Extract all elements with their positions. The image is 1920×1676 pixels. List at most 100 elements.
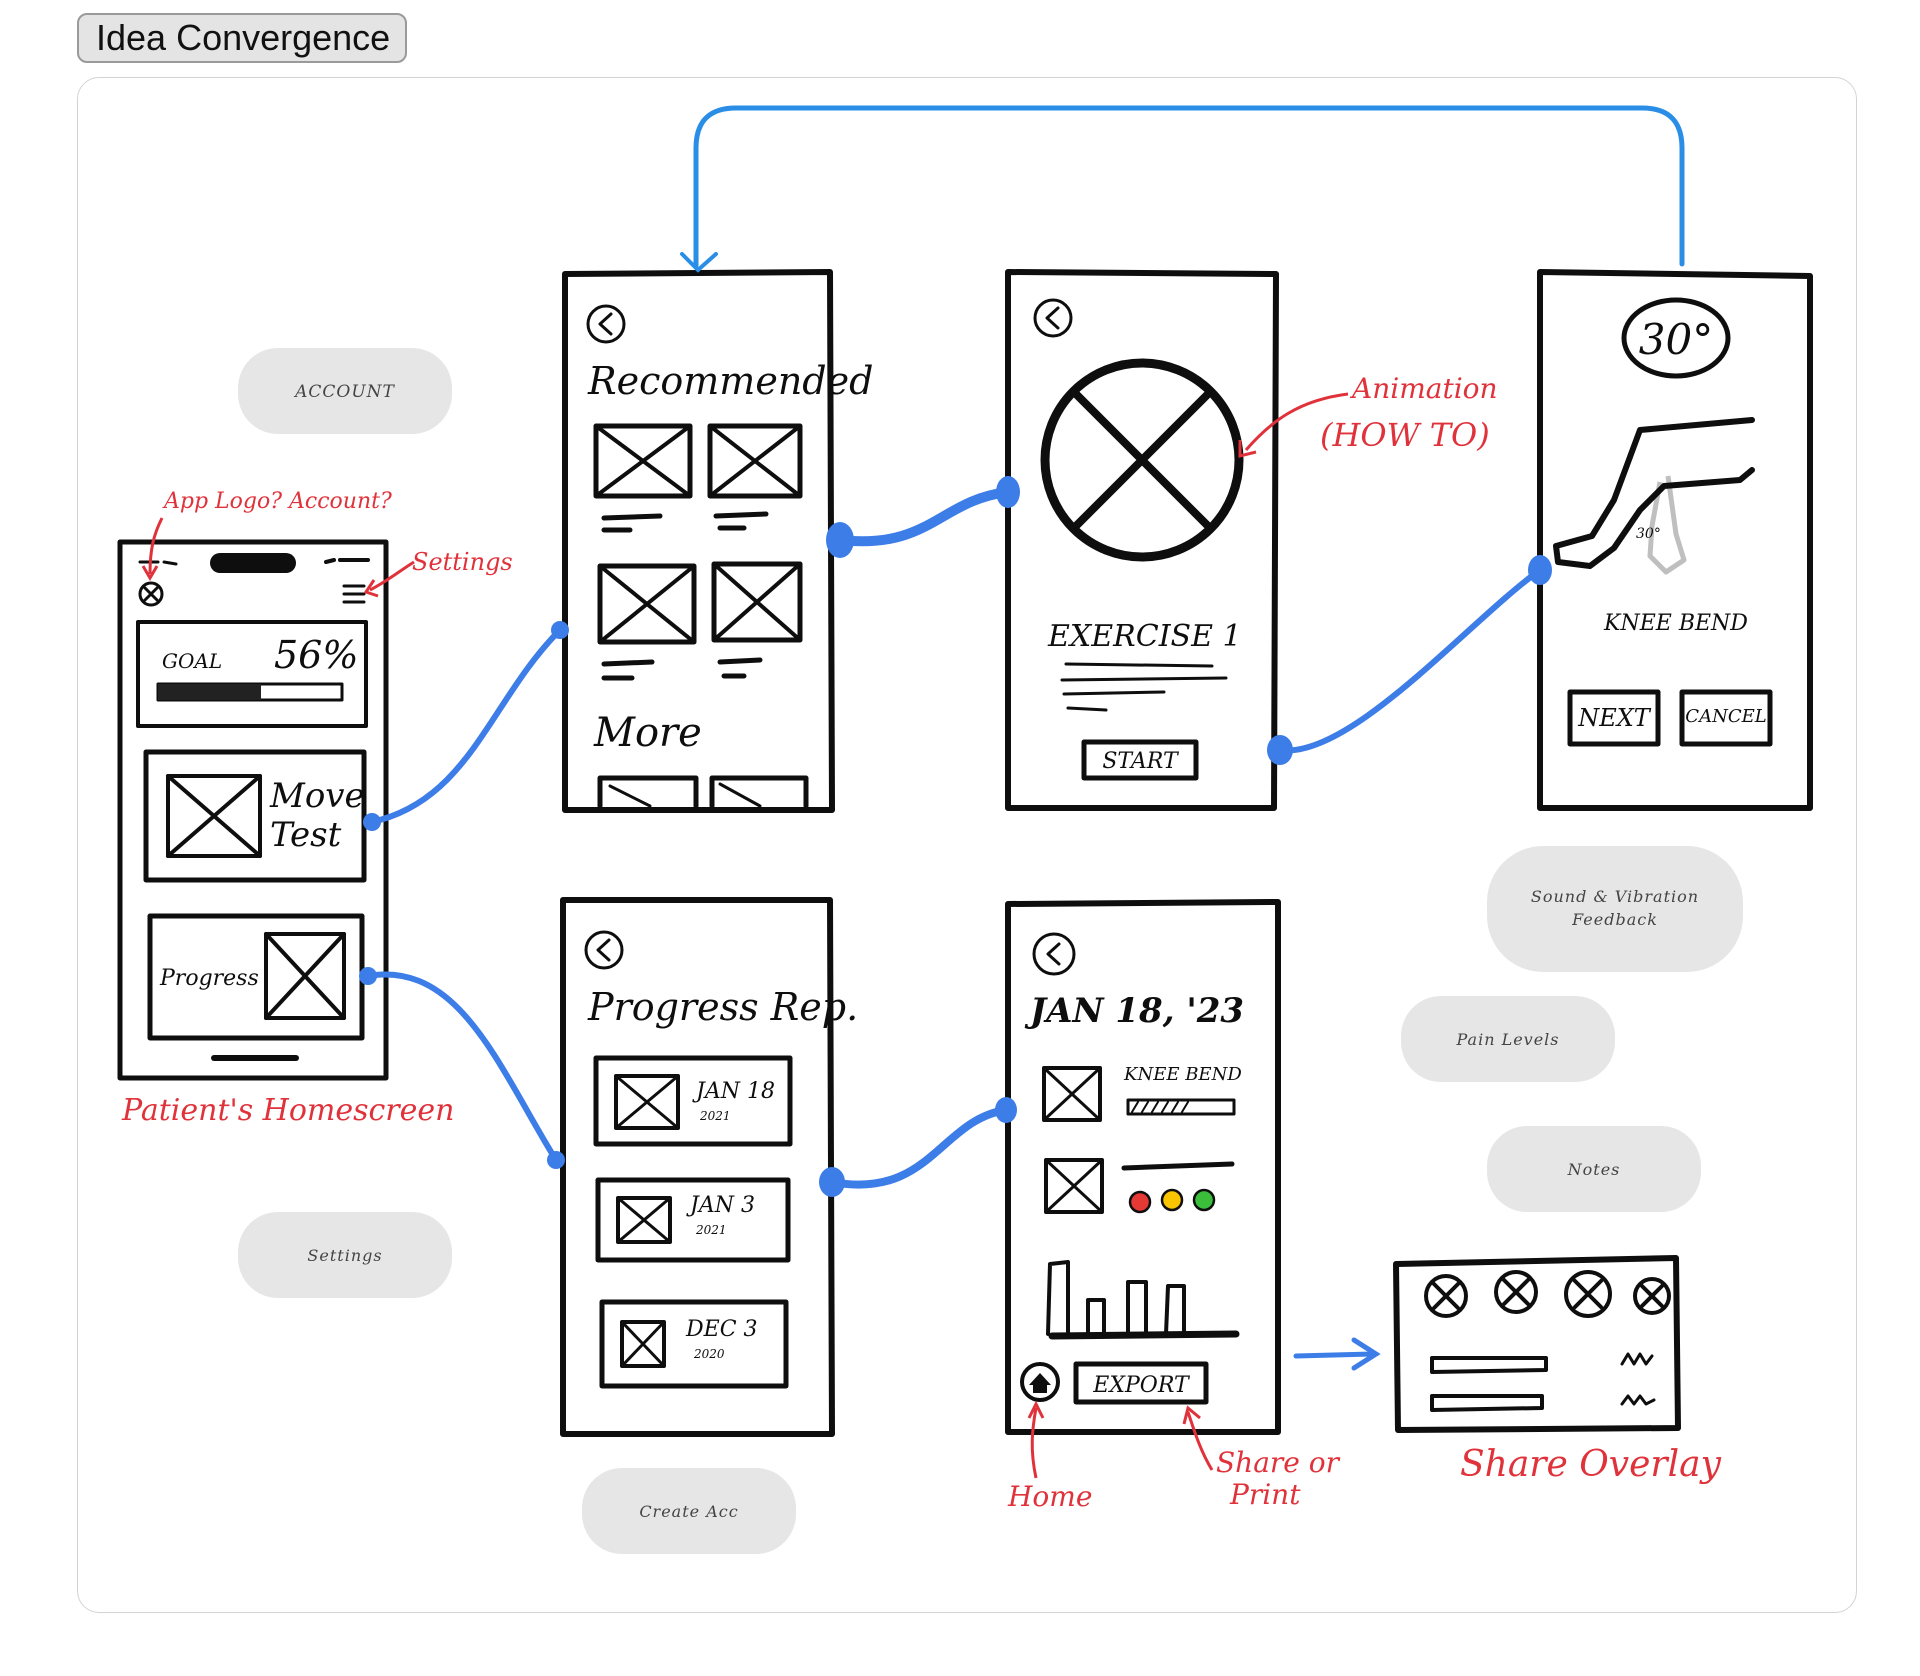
goal-label: GOAL (162, 649, 222, 673)
connector-progress-to-report (365, 971, 559, 1163)
sticky-pain-levels[interactable]: Pain Levels (1401, 996, 1615, 1082)
sticky-settings[interactable]: Settings (238, 1212, 452, 1298)
progress-card[interactable]: Progress (147, 913, 365, 1041)
back-arrow-icon[interactable] (1033, 298, 1073, 338)
sticky-settings-label: Settings (307, 1246, 382, 1265)
phone-report-detail: JAN 18, '23 KNEE BEND EXPORT (1005, 899, 1281, 1435)
detail-bar-chart (1046, 1260, 1240, 1340)
annotation-animation-2: (HOW TO) (1320, 416, 1490, 454)
report-entry-date: JAN 18 (692, 1079, 775, 1104)
annotation-share-2: Print (1229, 1478, 1301, 1511)
connector-loop-back (693, 105, 1685, 269)
connector-export-to-share (1293, 1351, 1375, 1359)
sticky-sound-feedback-line2: Feedback (1571, 910, 1658, 929)
connector-report-to-detail (828, 1106, 1010, 1189)
detail-exercise-label: KNEE BEND (1123, 1064, 1242, 1085)
annotation-homescreen-caption: Patient's Homescreen (121, 1093, 454, 1128)
leg-illustration: 30° (1553, 417, 1755, 575)
move-label-1: Move (269, 776, 365, 816)
cancel-button-label: CANCEL (1685, 706, 1766, 727)
report-entry-year: 2021 (699, 1109, 731, 1123)
annotation-home: Home (1007, 1480, 1092, 1513)
recommended-thumbnails (593, 423, 803, 681)
goal-percent: 56% (274, 633, 358, 677)
report-entry-year: 2020 (693, 1347, 725, 1361)
back-arrow-icon[interactable] (584, 930, 624, 970)
detail-row-knee-bend: KNEE BEND (1042, 1064, 1242, 1122)
report-entry[interactable]: JAN 18 2021 (593, 1055, 793, 1147)
move-label-2: Test (270, 815, 342, 855)
export-button[interactable]: EXPORT (1073, 1361, 1209, 1405)
back-arrow-icon[interactable] (586, 304, 626, 344)
sticky-create-acc[interactable]: Create Acc (582, 1468, 796, 1554)
connector-recommended-to-exercise (835, 487, 1013, 547)
goal-card[interactable]: GOAL 56% (136, 620, 368, 728)
export-button-label: EXPORT (1092, 1373, 1191, 1398)
animation-placeholder (1040, 358, 1244, 562)
angle-badge: 30° (1621, 297, 1731, 379)
pain-indicator-yellow (1160, 1188, 1184, 1212)
pain-indicator-red (1128, 1190, 1152, 1214)
app-logo-icon[interactable] (138, 581, 164, 607)
detail-row-pain (1044, 1158, 1235, 1214)
annotation-share-overlay: Share Overlay (1460, 1444, 1722, 1485)
start-button[interactable]: START (1081, 739, 1199, 781)
share-option-icon[interactable] (1633, 1277, 1671, 1315)
whiteboard-frame (77, 77, 1857, 1613)
pain-indicator-green (1192, 1188, 1216, 1212)
cancel-button[interactable]: CANCEL (1679, 689, 1773, 747)
connector-move-to-recommended (369, 627, 563, 825)
sticky-account[interactable]: ACCOUNT (238, 348, 452, 434)
next-button[interactable]: NEXT (1567, 689, 1661, 747)
next-button-label: NEXT (1577, 704, 1652, 732)
flow-connectors (365, 105, 1685, 1371)
sticky-create-acc-label: Create Acc (639, 1502, 738, 1521)
connector-dots (359, 476, 1552, 1197)
share-overlay-sketch (1393, 1255, 1681, 1433)
annotation-settings: Settings (412, 548, 513, 576)
report-entry-date: DEC 3 (685, 1317, 758, 1342)
menu-hamburger-icon[interactable] (342, 584, 366, 604)
sticky-notes-label: Notes (1567, 1160, 1621, 1179)
share-option-icon[interactable] (1424, 1274, 1468, 1318)
report-date-heading: JAN 18, '23 (1024, 991, 1244, 1031)
start-button-label: START (1102, 749, 1180, 774)
board-title[interactable]: Idea Convergence (77, 13, 407, 63)
phone-knee-bend: 30° 30° KNEE BEND NEXT CANCEL (1537, 269, 1813, 811)
recommended-heading: Recommended (587, 359, 873, 403)
progress-image-placeholder (264, 932, 346, 1020)
back-arrow-icon[interactable] (1032, 932, 1076, 976)
report-entry[interactable]: JAN 3 2021 (595, 1177, 791, 1263)
sticky-sound-feedback[interactable]: Sound & Vibration Feedback (1487, 846, 1743, 972)
report-entry-date: JAN 3 (686, 1193, 755, 1218)
sticky-sound-feedback-line1: Sound & Vibration (1531, 887, 1699, 906)
more-heading: More (593, 710, 702, 756)
move-test-image-placeholder (166, 774, 262, 858)
notch-shape (210, 553, 296, 573)
home-icon[interactable] (1020, 1362, 1060, 1402)
exercise-heading: EXERCISE 1 (1047, 619, 1242, 654)
sticky-notes[interactable]: Notes (1487, 1126, 1701, 1212)
move-test-card[interactable]: Move Test (143, 749, 367, 883)
phone-homescreen: GOAL 56% Move Test Progress (117, 539, 389, 1081)
angle-badge-label: 30° (1639, 315, 1713, 364)
phone-progress-report: Progress Rep. JAN 18 2021 JAN 3 2021 DEC… (560, 897, 858, 1437)
annotation-share-1: Share or (1216, 1446, 1341, 1479)
annotation-app-logo: App Logo? Account? (162, 489, 392, 514)
annotation-animation-1: Animation (1349, 372, 1498, 405)
angle-small-label: 30° (1636, 526, 1661, 542)
sticky-account-label: ACCOUNT (293, 382, 395, 402)
report-entry-year: 2021 (695, 1223, 727, 1237)
goal-progress-fill (158, 684, 261, 700)
knee-bend-label: KNEE BEND (1603, 611, 1748, 636)
sticky-pain-levels-label: Pain Levels (1455, 1030, 1559, 1049)
report-entry[interactable]: DEC 3 2020 (599, 1299, 789, 1389)
red-annotations: App Logo? Account? Settings Animation (H… (121, 372, 1722, 1513)
connector-exercise-to-knee (1277, 567, 1543, 754)
share-option-icon[interactable] (1494, 1270, 1538, 1314)
phone-exercise: EXERCISE 1 START (1005, 269, 1279, 811)
share-option-icon[interactable] (1564, 1270, 1612, 1318)
progress-label: Progress (159, 966, 259, 991)
progress-report-heading: Progress Rep. (587, 985, 858, 1029)
